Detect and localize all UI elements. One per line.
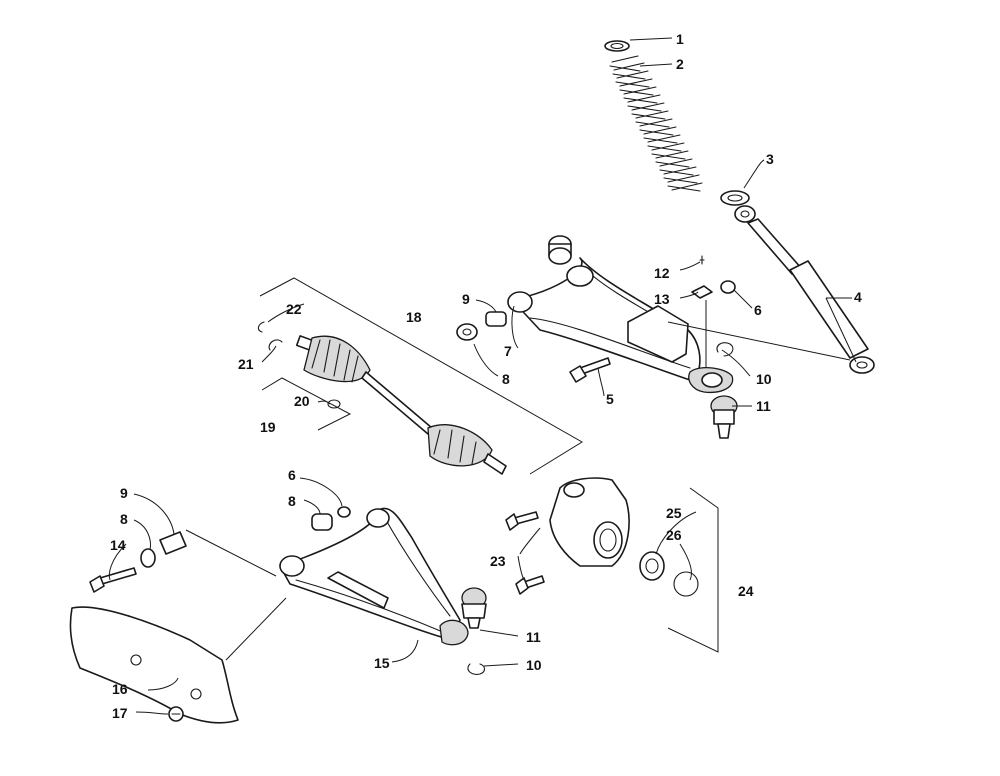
callout-16: 16 (112, 681, 128, 697)
callout-8-left: 8 (120, 511, 128, 527)
washer-6-lower (337, 506, 351, 518)
callout-3: 3 (766, 151, 774, 167)
callout-12: 12 (654, 265, 670, 281)
callout-9-lower: 9 (120, 485, 128, 501)
callout-11-lower: 11 (526, 629, 541, 645)
bearing-25 (639, 551, 665, 581)
washer-6-upper (720, 280, 736, 294)
callout-13: 13 (654, 291, 670, 307)
callout-22: 22 (286, 301, 302, 317)
leader-lines (108, 37, 857, 715)
callout-19: 19 (260, 419, 276, 435)
bolt-5 (569, 357, 611, 383)
callout-20: 20 (294, 393, 310, 409)
snap-ring-26 (673, 571, 699, 597)
spring-retainer-bottom (720, 190, 750, 206)
callout-labels: 1 2 3 4 5 6 7 8 9 10 11 12 13 22 18 21 2… (110, 31, 862, 721)
callout-4: 4 (854, 289, 862, 305)
callout-24: 24 (738, 583, 754, 599)
callout-18: 18 (406, 309, 422, 325)
a-arm-guard (69, 606, 239, 724)
callout-8-lower: 8 (288, 493, 296, 509)
cv-drive-shaft (295, 335, 507, 475)
callout-6-lower: 6 (288, 467, 296, 483)
bushing-upper (548, 235, 572, 265)
clamp-21 (268, 339, 283, 351)
callout-8-upper: 8 (502, 371, 510, 387)
steering-knuckle (549, 477, 630, 567)
spacer-9-lower (159, 531, 187, 555)
screw-17 (168, 706, 184, 722)
callout-10-upper: 10 (756, 371, 772, 387)
ball-joint-lower (461, 587, 487, 629)
shock-absorber (734, 205, 875, 374)
callout-10-lower: 10 (526, 657, 542, 673)
callout-11-upper: 11 (756, 398, 771, 414)
callout-1: 1 (676, 31, 684, 47)
callout-17: 17 (112, 705, 128, 721)
callout-26: 26 (666, 527, 682, 543)
callout-25: 25 (666, 505, 682, 521)
bushing-8-lower (311, 513, 333, 531)
callout-9-upper: 9 (462, 291, 470, 307)
bushing-8-upper (456, 323, 478, 341)
bracket-15 (185, 529, 287, 661)
spacer-9-upper (485, 311, 507, 327)
bolt-14 (89, 567, 137, 593)
upper-a-arm (507, 257, 734, 394)
callout-6-upper: 6 (754, 302, 762, 318)
callout-5: 5 (606, 391, 614, 407)
callout-23: 23 (490, 553, 506, 569)
snap-ring-10-upper (716, 342, 734, 357)
snap-ring-10-lower (467, 663, 486, 675)
callout-2: 2 (676, 56, 684, 72)
bracket-24 (667, 487, 719, 653)
nut-13 (691, 285, 713, 299)
bolt-23-top (505, 511, 539, 531)
callout-7: 7 (504, 343, 512, 359)
bracket-19 (261, 377, 352, 431)
callout-15: 15 (374, 655, 390, 671)
ring-20 (327, 399, 341, 409)
spring-retainer-top (604, 40, 630, 52)
circlip-22 (257, 321, 265, 333)
washer-8-left (140, 548, 156, 568)
lower-a-arm (279, 507, 469, 646)
cotter-12 (699, 255, 705, 265)
ball-joint-upper (710, 395, 738, 439)
callout-14: 14 (110, 537, 126, 553)
callout-21: 21 (238, 356, 254, 372)
coil-spring (609, 55, 703, 192)
bolt-23-bottom (515, 575, 545, 595)
bracket-18 (259, 277, 583, 475)
